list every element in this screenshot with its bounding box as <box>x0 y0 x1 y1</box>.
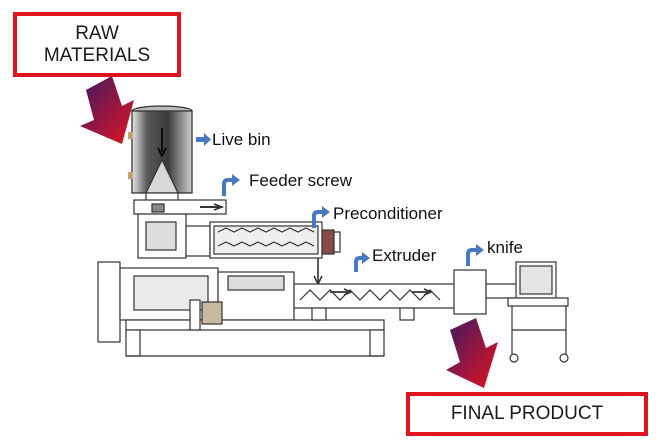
raw-materials-line2: MATERIALS <box>43 44 151 66</box>
raw-materials-box: RAW MATERIALS <box>13 12 181 77</box>
preconditioner-unit <box>209 221 341 286</box>
preconditioner-pointer-icon <box>312 206 330 228</box>
preconditioner-label: Preconditioner <box>333 204 443 223</box>
knife-label: knife <box>487 238 523 257</box>
raw-materials-line1: RAW <box>75 22 119 44</box>
live-bin <box>128 105 193 203</box>
final-product-arrow-icon <box>446 318 498 388</box>
raw-materials-arrow-icon <box>80 76 134 144</box>
knife-unit <box>453 261 569 363</box>
feeder-screw-pointer-icon <box>222 174 240 196</box>
machine-base <box>97 261 385 357</box>
final-product-box: FINAL PRODUCT <box>406 392 648 436</box>
live-bin-label: Live bin <box>212 130 271 149</box>
extruder-barrel <box>293 283 457 321</box>
live-bin-pointer-icon <box>196 133 211 146</box>
feeder-screw-unit <box>133 199 227 259</box>
extruder-label: Extruder <box>372 246 437 265</box>
extruder-pointer-icon <box>354 252 370 272</box>
final-product-label: FINAL PRODUCT <box>450 403 604 424</box>
feeder-screw-label: Feeder screw <box>249 171 352 190</box>
knife-pointer-icon <box>466 244 484 266</box>
